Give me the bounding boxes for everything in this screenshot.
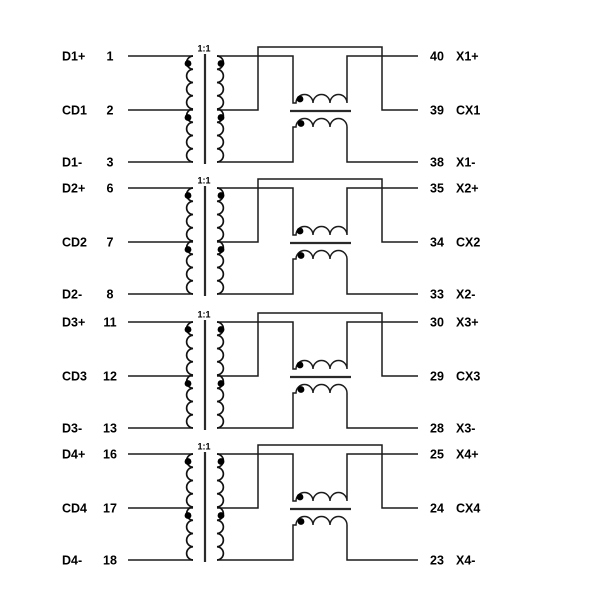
right-pin-name: X2+: [456, 182, 479, 196]
right-pin-name: CX3: [456, 370, 480, 384]
left-pin-name: D3+: [62, 316, 85, 330]
right-pin-name: X2-: [456, 288, 475, 302]
right-pin-number: 38: [430, 156, 444, 170]
transformer-channel-3: 1:1 D3+ 11 CD3 12 D3- 13 30 X3+ 29 CX3 2…: [62, 310, 480, 436]
left-pin-number: 2: [107, 104, 114, 118]
right-pin-number: 29: [430, 370, 444, 384]
transformer-channel-4: 1:1 D4+ 16 CD4 17 D4- 18 25 X4+ 24 CX4 2…: [62, 442, 480, 568]
channel-circuit-drawing: [126, 177, 420, 298]
right-pin-number: 34: [430, 236, 444, 250]
right-pin-number: 35: [430, 182, 444, 196]
left-pin-number: 11: [103, 316, 116, 330]
transformer-channel-2: 1:1 D2+ 6 CD2 7 D2- 8 35 X2+ 34 CX2 33 X…: [62, 176, 480, 302]
transformer-channel-1: 1:1 D1+ 1 CD1 2 D1- 3 40 X1+ 39 CX1 38 X…: [62, 44, 480, 170]
right-pin-name: X1-: [456, 156, 475, 170]
channel-circuit-drawing: [126, 311, 420, 432]
left-pin-number: 3: [107, 156, 114, 170]
left-pin-name: CD2: [62, 236, 87, 250]
left-pin-number: 18: [103, 554, 117, 568]
right-pin-number: 30: [430, 316, 444, 330]
left-pin-name: CD4: [62, 502, 87, 516]
left-pin-number: 13: [103, 422, 117, 436]
turns-ratio-label: 1:1: [197, 442, 210, 452]
left-pin-number: 16: [103, 448, 117, 462]
left-pin-name: D3-: [62, 422, 82, 436]
left-pin-number: 1: [107, 50, 114, 64]
left-pin-number: 12: [103, 370, 117, 384]
left-pin-name: CD3: [62, 370, 87, 384]
right-pin-name: CX1: [456, 104, 480, 118]
turns-ratio-label: 1:1: [197, 44, 210, 54]
right-pin-name: CX4: [456, 502, 480, 516]
right-pin-number: 28: [430, 422, 444, 436]
right-pin-name: X4-: [456, 554, 475, 568]
right-pin-number: 25: [430, 448, 444, 462]
right-pin-name: X3-: [456, 422, 475, 436]
turns-ratio-label: 1:1: [197, 176, 210, 186]
left-pin-name: D1-: [62, 156, 82, 170]
right-pin-name: X1+: [456, 50, 479, 64]
right-pin-number: 39: [430, 104, 444, 118]
left-pin-number: 8: [107, 288, 114, 302]
right-pin-number: 33: [430, 288, 444, 302]
left-pin-name: D2-: [62, 288, 82, 302]
left-pin-name: D2+: [62, 182, 85, 196]
left-pin-name: CD1: [62, 104, 87, 118]
left-pin-name: D1+: [62, 50, 85, 64]
right-pin-name: CX2: [456, 236, 480, 250]
channel-circuit-drawing: [126, 443, 420, 564]
left-pin-number: 6: [107, 182, 114, 196]
left-pin-number: 17: [103, 502, 117, 516]
right-pin-name: X3+: [456, 316, 479, 330]
channel-circuit-drawing: [126, 45, 420, 166]
right-pin-number: 23: [430, 554, 444, 568]
left-pin-name: D4-: [62, 554, 82, 568]
right-pin-number: 40: [430, 50, 444, 64]
left-pin-number: 7: [107, 236, 114, 250]
left-pin-name: D4+: [62, 448, 85, 462]
right-pin-number: 24: [430, 502, 444, 516]
turns-ratio-label: 1:1: [197, 310, 210, 320]
right-pin-name: X4+: [456, 448, 479, 462]
